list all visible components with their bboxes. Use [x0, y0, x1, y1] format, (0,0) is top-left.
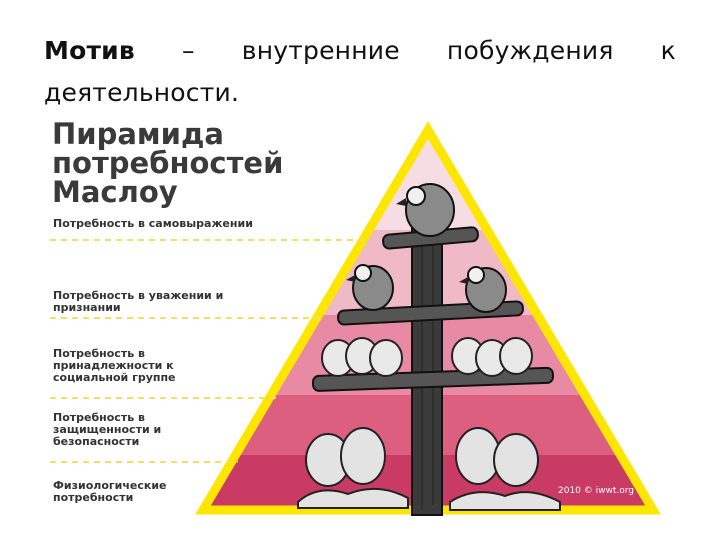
caption-term: Мотив [44, 36, 135, 65]
figure-title-line-2: потребностей [52, 146, 284, 180]
label-esteem: Потребность в уважении и признании [53, 289, 224, 314]
level-guides [50, 239, 368, 463]
pyramid-graphic [50, 121, 661, 516]
figure-title-line-3: Маслоу [52, 175, 178, 209]
figure-title-line-1: Пирамида [52, 117, 224, 151]
label-self-actualization: Потребность в самовыражении [53, 217, 253, 230]
vulture-top-illustration [396, 183, 455, 237]
maslow-pyramid-figure: Пирамида потребностей Маслоу Потребность… [38, 110, 688, 530]
figure-title: Пирамида потребностей Маслоу [52, 120, 283, 207]
label-physiological: Физиологические потребности [53, 479, 167, 504]
birds-middle-group [321, 337, 533, 377]
label-belonging: Потребность в принадлежности к социально… [53, 347, 176, 384]
image-credit: 2010 © iwwt.org [558, 486, 634, 496]
vulture-right-illustration [459, 266, 507, 313]
label-safety: Потребность в защищенности и безопасност… [53, 411, 162, 448]
caption-text: Мотив – внутренние побуждения к деятельн… [44, 30, 676, 114]
caption-definition: – внутренние побуждения к деятельности. [44, 36, 676, 107]
birds-ground-group [297, 427, 561, 511]
vulture-left-illustration [346, 264, 394, 311]
